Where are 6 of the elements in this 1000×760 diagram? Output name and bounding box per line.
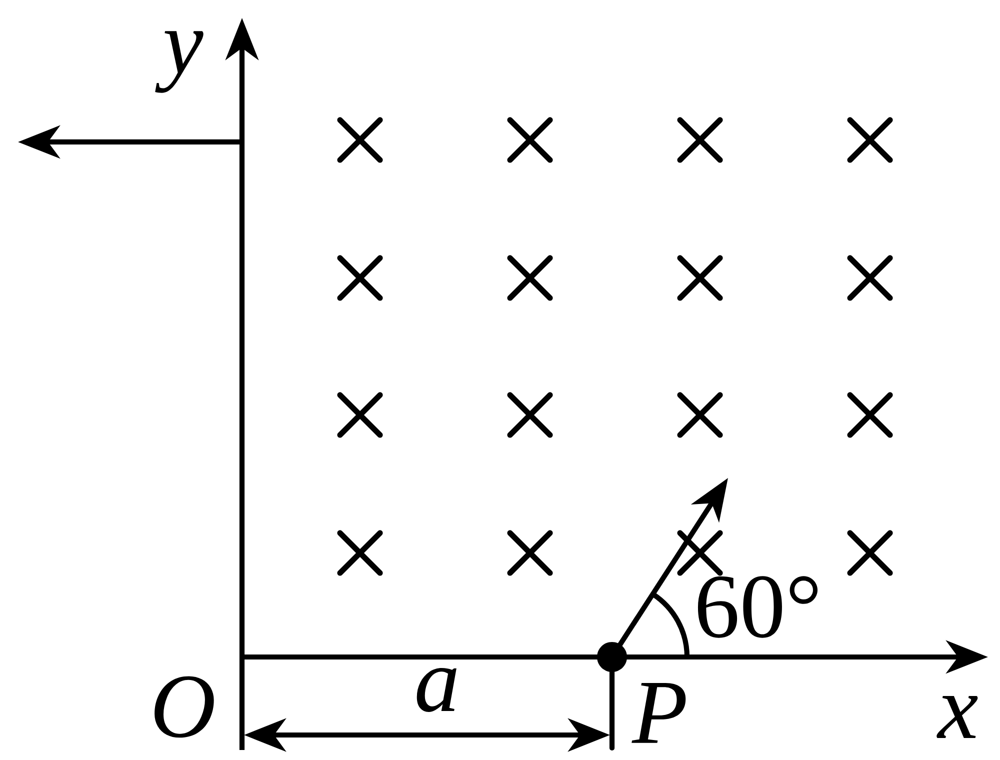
origin-label: O	[154, 676, 214, 738]
point-label: P	[632, 683, 686, 743]
axis-label: y	[155, 31, 204, 93]
angle-label: 60°	[698, 576, 818, 638]
dimension-label: a	[416, 668, 456, 712]
axis-label: x	[936, 696, 978, 738]
